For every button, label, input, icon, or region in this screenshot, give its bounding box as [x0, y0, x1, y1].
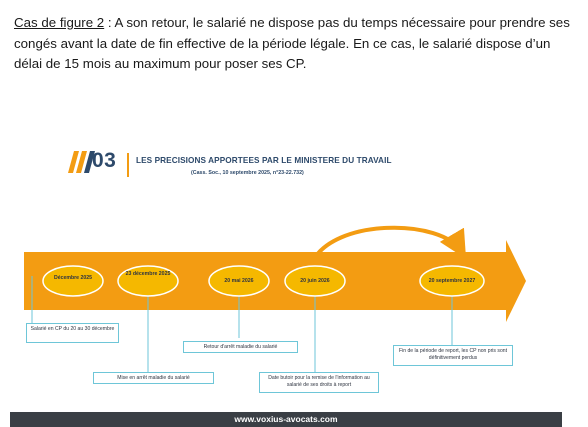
slashes-logo-icon [68, 151, 95, 173]
section-number: 03 [92, 149, 117, 172]
case-paragraph: Cas de figure 2 : A son retour, le salar… [14, 13, 574, 75]
timeline-drawing [24, 225, 526, 376]
event-box-1: Salarié en CP du 20 au 30 décembre [26, 323, 119, 343]
event-box-5: Fin de la période de report, les CP non … [393, 345, 513, 366]
footer-website: www.voxius-avocats.com [10, 412, 562, 427]
date-label-2: 23 décembre 2025 [125, 271, 171, 277]
figure-subtitle: (Cass. Soc., 10 septembre 2025, n°23-22.… [191, 170, 304, 176]
timeline-figure: 03 LES PRECISIONS APPORTEES PAR LE MINIS… [10, 116, 562, 427]
event-box-4: Date butoir pour la remise de l'informat… [259, 372, 379, 393]
date-label-3: 20 mai 2026 [224, 278, 254, 284]
date-label-5: 20 septembre 2027 [428, 278, 476, 284]
case-text: : A son retour, le salarié ne dispose pa… [14, 15, 570, 71]
figure-title: LES PRECISIONS APPORTEES PAR LE MINISTER… [136, 156, 392, 165]
date-circles [42, 265, 485, 297]
case-label: Cas de figure 2 [14, 15, 105, 30]
report-curve-arrow [310, 225, 467, 264]
title-separator [127, 153, 129, 177]
date-label-4: 20 juin 2026 [300, 278, 330, 284]
date-label-1: Décembre 2025 [53, 275, 93, 281]
event-box-2: Mise en arrêt maladie du salarié [93, 372, 214, 384]
event-box-3: Retour d'arrêt maladie du salarié [183, 341, 298, 353]
timeline-arrow [24, 240, 526, 322]
